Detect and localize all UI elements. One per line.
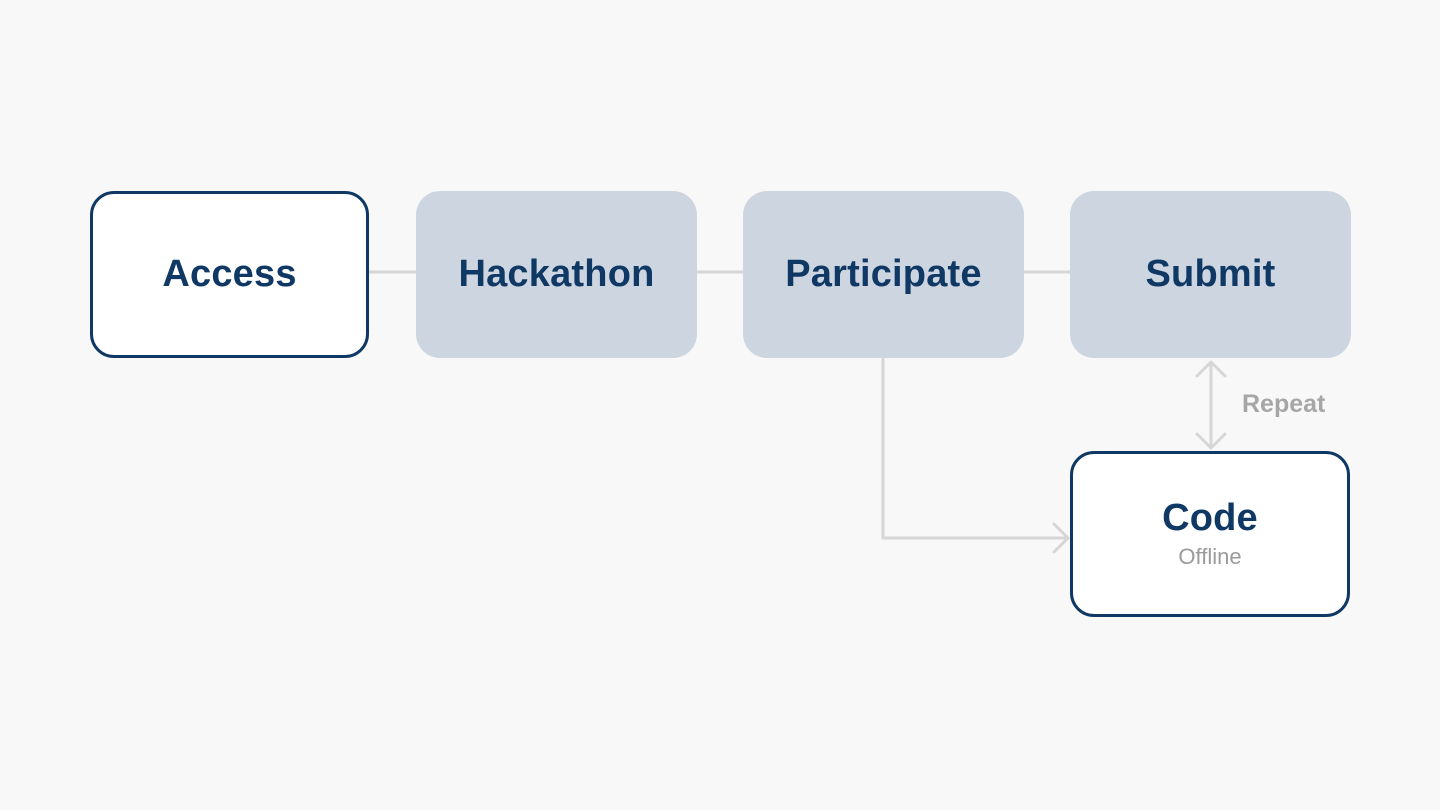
edge-participate-code [881,358,1068,540]
node-participate-title: Participate [785,252,982,295]
node-participate: Participate [743,191,1024,358]
arrowhead-down-icon [1195,432,1227,450]
node-access: Access [90,191,369,358]
node-code-title: Code [1162,497,1258,540]
arrowhead-up-icon [1195,360,1227,378]
node-access-title: Access [162,252,297,295]
node-code: Code Offline [1070,451,1350,617]
node-code-subtitle: Offline [1178,543,1242,569]
node-submit-title: Submit [1145,252,1276,295]
node-hackathon: Hackathon [416,191,697,358]
edge-label-repeat: Repeat [1242,390,1326,418]
node-submit: Submit [1070,191,1351,358]
node-hackathon-title: Hackathon [458,252,655,295]
arrowhead-right-icon [1052,522,1070,554]
